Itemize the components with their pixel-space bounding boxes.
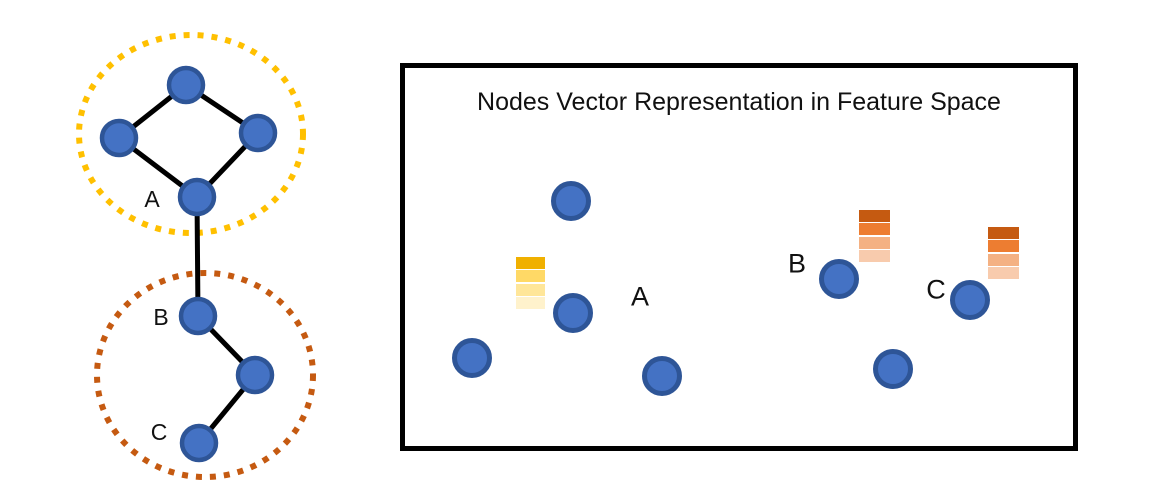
feature-node-label-A: A (630, 281, 650, 312)
feature-node-1 (551, 181, 591, 221)
vector-stack-a-segment-3 (516, 283, 545, 296)
feature-space-title: Nodes Vector Representation in Feature S… (477, 88, 1001, 116)
cluster-a-ellipse (76, 32, 306, 236)
vector-stack-b-segment-2 (859, 223, 890, 236)
cluster-bc-ellipse (94, 270, 316, 480)
graph-node-n3 (238, 113, 278, 153)
graph-node-B (178, 296, 218, 336)
feature-node-label-B: B (787, 248, 807, 279)
graph-panel: A B C (76, 32, 316, 480)
graph-node-n2 (99, 118, 139, 158)
vector-stack-b-segment-4 (859, 249, 890, 262)
feature-node-3 (452, 338, 492, 378)
graph-node-n1 (166, 65, 206, 105)
graph-node-label-B: B (153, 304, 168, 330)
vector-stack-c-segment-3 (988, 253, 1019, 266)
graph-edge-A-B (194, 194, 201, 319)
feature-node-B (819, 259, 859, 299)
graph-node-label-A: A (144, 186, 160, 212)
vector-stack-c-segment-2 (988, 240, 1019, 253)
feature-node-A (553, 293, 593, 333)
graph-node-m1 (235, 355, 275, 395)
graph-node-label-C: C (151, 419, 168, 445)
feature-space-box (400, 63, 1078, 451)
graph-node-C (179, 423, 219, 463)
graph-node-A (177, 177, 217, 217)
feature-node-7 (873, 349, 913, 389)
vector-stack-a-segment-2 (516, 270, 545, 283)
vector-stack-b-segment-1 (859, 210, 890, 222)
vector-stack-b-segment-3 (859, 236, 890, 249)
vector-stack-c-segment-1 (988, 227, 1019, 239)
vector-stack-a-segment-1 (516, 257, 545, 269)
vector-stack-a-segment-4 (516, 296, 545, 309)
vector-stack-c-segment-4 (988, 266, 1019, 279)
feature-node-4 (642, 356, 682, 396)
feature-node-label-C: C (926, 274, 946, 305)
feature-node-C (950, 280, 990, 320)
